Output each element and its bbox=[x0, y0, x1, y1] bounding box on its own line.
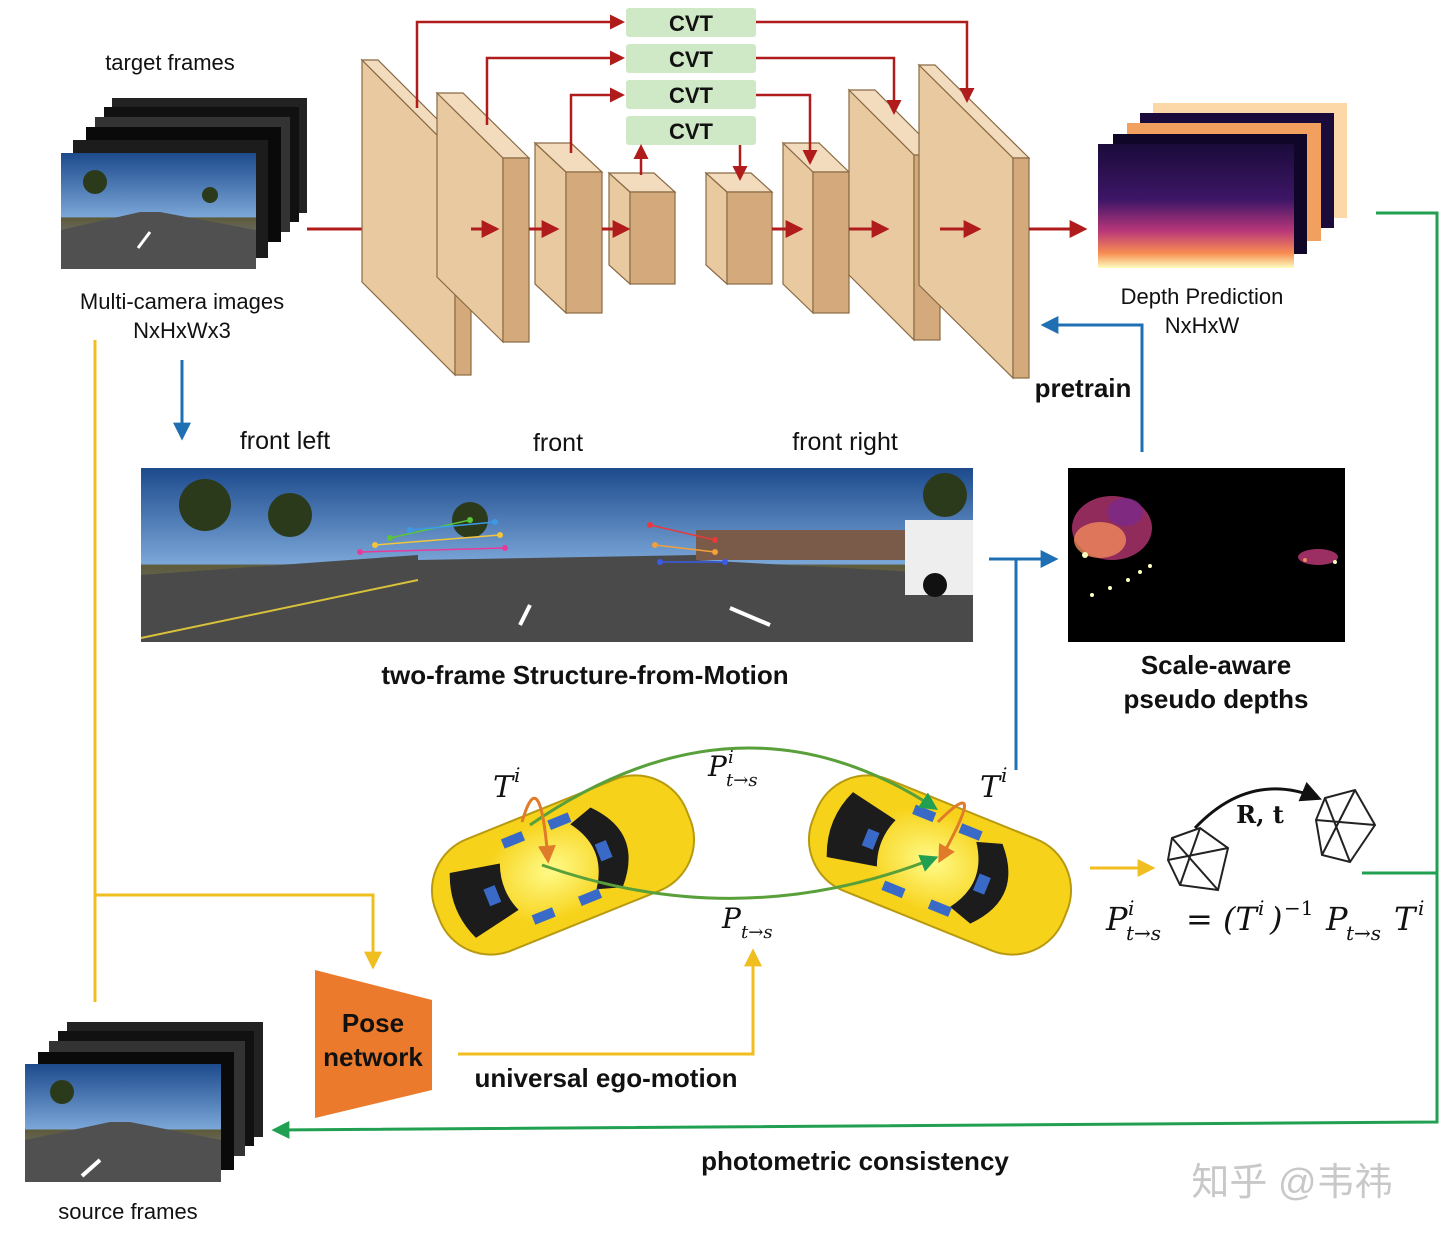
tree-icon bbox=[83, 170, 107, 194]
sfm-label: two-frame Structure-from-Motion bbox=[381, 660, 788, 690]
camera-pose-source-icon bbox=[1166, 826, 1230, 892]
ego-motion-label: universal ego-motion bbox=[475, 1063, 738, 1093]
depth-shape-label: NxHxW bbox=[1165, 313, 1240, 338]
svg-text:i: i bbox=[1258, 896, 1264, 920]
depth-prediction-label: Depth Prediction bbox=[1121, 284, 1284, 309]
svg-text:t→s: t→s bbox=[1346, 921, 1381, 945]
motion-arc-top bbox=[529, 746, 939, 827]
svg-text:i: i bbox=[1128, 896, 1134, 920]
motion-arc-bottom bbox=[541, 854, 939, 900]
cvt-label-3: CVT bbox=[669, 83, 714, 108]
rotation-translation-label: R, t bbox=[1236, 800, 1284, 829]
math-T-right: T i bbox=[980, 763, 1007, 805]
cvt-box-1 bbox=[626, 8, 756, 37]
source-frames-stack bbox=[25, 1022, 263, 1182]
svg-text:−1: −1 bbox=[1284, 896, 1313, 920]
cvt-label-2: CVT bbox=[669, 47, 714, 72]
feature-matches bbox=[359, 519, 725, 563]
front-label: front bbox=[533, 429, 583, 457]
target-frames-stack bbox=[61, 98, 307, 269]
pose-network-block bbox=[315, 970, 432, 1118]
cvt-label-4: CVT bbox=[669, 119, 714, 144]
photometric-loop bbox=[271, 211, 1439, 1139]
decoder-block-1 bbox=[704, 171, 774, 286]
cvt-boxes: CVT CVT CVT CVT bbox=[626, 8, 756, 145]
cvt-box-2 bbox=[626, 44, 756, 73]
encoder-block-2 bbox=[435, 91, 531, 344]
extrinsic-loop-right bbox=[936, 801, 966, 864]
watermark: 知乎 @韦祎 bbox=[1191, 1162, 1392, 1204]
front-right-label: front right bbox=[792, 428, 898, 456]
svg-text:= (T: = (T bbox=[1186, 900, 1259, 938]
svg-text:T: T bbox=[980, 770, 1002, 805]
yellow-flow bbox=[93, 340, 1156, 1056]
front-left-label: front left bbox=[240, 427, 330, 455]
extrinsic-loop-left bbox=[520, 796, 556, 864]
svg-text:T: T bbox=[1394, 900, 1418, 938]
camera-strip bbox=[140, 468, 973, 642]
car-left bbox=[430, 774, 696, 956]
car-right bbox=[807, 774, 1073, 956]
svg-text:P: P bbox=[707, 750, 728, 783]
transform-equation: P i t→s = (T i ) −1 P t→s T i bbox=[1105, 896, 1424, 945]
svg-text:T: T bbox=[493, 770, 515, 805]
depth-map-front bbox=[1098, 144, 1294, 268]
rotation-translation-arrow bbox=[1193, 781, 1322, 830]
multi-camera-label: Multi-camera images bbox=[80, 289, 284, 314]
math-P-ts: P t→s bbox=[721, 902, 773, 943]
svg-text:i: i bbox=[728, 747, 734, 768]
cvt-label-1: CVT bbox=[669, 11, 714, 36]
photometric-label: photometric consistency bbox=[701, 1146, 1009, 1176]
svg-text:): ) bbox=[1269, 900, 1282, 938]
math-P-ts-i: P i t→s bbox=[707, 747, 758, 791]
road-shape bbox=[61, 212, 256, 269]
decoder-block-2 bbox=[781, 141, 851, 315]
svg-text:P: P bbox=[721, 902, 742, 935]
svg-text:i: i bbox=[514, 763, 520, 787]
pretrain-arrow bbox=[1040, 316, 1144, 452]
camera-pose-target-icon bbox=[1314, 788, 1377, 864]
source-frames-label: source frames bbox=[58, 1199, 197, 1224]
svg-text:P: P bbox=[1105, 900, 1128, 938]
svg-text:t→s: t→s bbox=[726, 770, 758, 791]
pseudo-depths-label: pseudo depths bbox=[1124, 684, 1309, 714]
math-T-left: T i bbox=[493, 763, 520, 805]
svg-text:t→s: t→s bbox=[1126, 921, 1161, 945]
scale-aware-label: Scale-aware bbox=[1141, 650, 1291, 680]
lane-mark bbox=[136, 231, 152, 249]
input-shape-label: NxHxWx3 bbox=[133, 318, 231, 343]
feature-points bbox=[357, 517, 728, 565]
pose-label: Pose bbox=[342, 1008, 404, 1038]
svg-text:t→s: t→s bbox=[741, 922, 773, 943]
svg-text:i: i bbox=[1001, 763, 1007, 787]
cvt-box-3 bbox=[626, 80, 756, 109]
pseudo-depth-points bbox=[1072, 496, 1338, 597]
skip-connection-arrows bbox=[415, 14, 975, 181]
svg-text:i: i bbox=[1418, 896, 1424, 920]
network-label: network bbox=[323, 1042, 423, 1072]
target-frames-label: target frames bbox=[105, 50, 235, 75]
encoder-block-3 bbox=[533, 141, 604, 315]
tree-icon bbox=[202, 187, 218, 203]
svg-text:P: P bbox=[1325, 900, 1348, 938]
depth-prediction-stack bbox=[1098, 103, 1347, 268]
pretrain-label: pretrain bbox=[1035, 373, 1132, 403]
cvt-box-4 bbox=[626, 116, 756, 145]
